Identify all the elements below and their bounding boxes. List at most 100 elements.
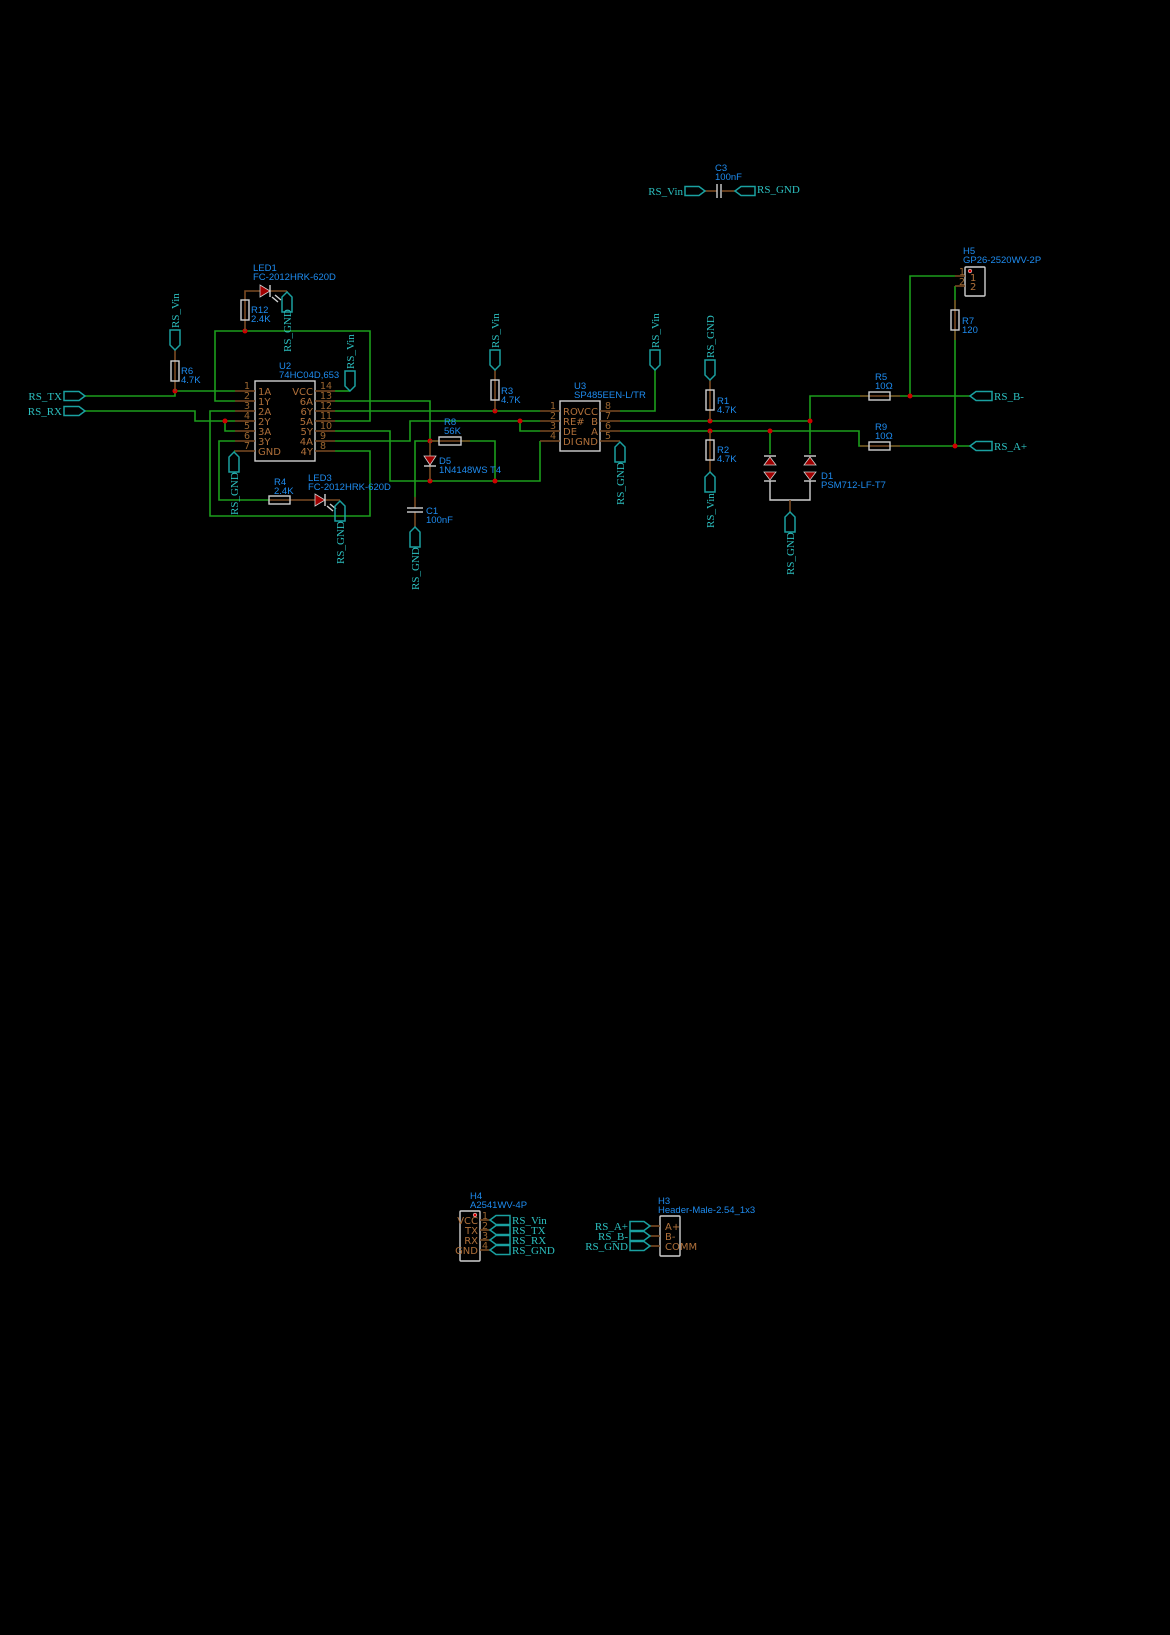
resistor-r7[interactable]: R7 120 [950, 300, 978, 340]
r2-value: 4.7K [717, 454, 737, 465]
connector-h5[interactable]: 1 2 1 2 H5 GP26-2520WV-2P [955, 246, 1041, 297]
h3-ref: H3 [658, 1196, 670, 1207]
resistor-r8[interactable]: R8 56K [430, 417, 470, 446]
h3-value: Header-Male-2.54_1x3 [658, 1205, 755, 1216]
h4-net-ports[interactable]: RS_Vin RS_TX RS_RX RS_GND [488, 1214, 555, 1257]
u3-pin-num: 6 [605, 421, 611, 432]
net-port-rs-vin-u3[interactable]: RS_Vin [649, 313, 662, 372]
resistor-r5[interactable]: R5 10Ω [860, 372, 900, 401]
u3-pin-name: RO [563, 407, 578, 418]
resistor-r9[interactable]: R9 10Ω [860, 422, 900, 451]
resistor-r1[interactable]: R1 4.7K [705, 380, 737, 421]
u3-rs485-transceiver[interactable]: U3 SP485EEN-L/TR 1 2 3 4 RO RE# DE DI VC… [540, 381, 646, 452]
capacitor-c3[interactable]: C3 100nF [705, 163, 742, 198]
net-label: RS_Vin [512, 1215, 547, 1227]
h3-net-ports[interactable]: RS_A+ RS_B- RS_GND [585, 1220, 652, 1253]
h4-pin-name: GND [455, 1246, 478, 1257]
u3-pin-num: 8 [605, 401, 611, 412]
net-label: RS_Vin [170, 293, 182, 328]
net-port-rs-b[interactable]: RS_B- [968, 390, 1024, 403]
u3-pin-name: VCC [577, 407, 598, 418]
pin1-marker-icon [472, 1212, 478, 1218]
d1-ref: D1 [821, 471, 833, 482]
net-port-rs-vin-r3[interactable]: RS_Vin [489, 313, 502, 372]
u2-pin-num: 9 [320, 431, 326, 442]
r5-value: 10Ω [875, 381, 893, 392]
resistor-r2[interactable]: R2 4.7K [705, 431, 737, 472]
h5-pin-name: 1 [970, 273, 976, 284]
r3-ref: R3 [501, 386, 513, 397]
net-port-rs-vin-r6[interactable]: RS_Vin [169, 293, 182, 352]
net-label: RS_GND [615, 462, 627, 505]
u2-pin-num: 2 [244, 391, 250, 402]
net-label: RS_Vin [705, 493, 717, 528]
net-port-rs-gnd-led3[interactable]: RS_GND [334, 499, 347, 564]
resistor-r4[interactable]: R4 2.4K [268, 477, 315, 505]
h4-pin-name: RX [464, 1236, 478, 1247]
h4-pin-name: VCC [457, 1216, 478, 1227]
c1-value: 100nF [426, 515, 453, 526]
u2-pin-num: 7 [244, 441, 250, 452]
net-port-rs-gnd-led1[interactable]: RS_GND [281, 290, 294, 352]
connector-h4[interactable]: H4 A2541WV-4P VCC TX RX GND 1 2 3 4 [455, 1191, 527, 1262]
net-label: RS_GND [705, 315, 717, 358]
u3-pin-num: 7 [605, 411, 611, 422]
u2-pin-num: 8 [320, 441, 326, 452]
led3-ref: LED3 [308, 473, 332, 484]
net-port-rs-vin-u2[interactable]: RS_Vin [344, 334, 357, 393]
u2-pin-name: 3Y [258, 437, 271, 448]
r4-ref: R4 [274, 477, 286, 488]
net-label: RS_Vin [490, 313, 502, 348]
diode-d5[interactable]: D5 1N4148WS T4 [423, 441, 501, 481]
u3-pin-name: DI [563, 437, 574, 448]
net-label: RS_B- [598, 1231, 628, 1243]
net-label: RS_GND [410, 547, 422, 590]
c3-value: 100nF [715, 172, 742, 183]
net-port-rs-gnd-r1[interactable]: RS_GND [704, 315, 717, 382]
net-port-rs-rx[interactable]: RS_RX [28, 405, 87, 418]
net-port-rs-vin-c3[interactable]: RS_Vin [648, 185, 707, 198]
u2-pin-name: 5Y [301, 427, 314, 438]
net-port-rs-a[interactable]: RS_A+ [968, 440, 1027, 453]
led1-value: FC-2012HRK-620D [253, 272, 336, 283]
net-port-rs-vin-r2[interactable]: RS_Vin [704, 470, 717, 528]
u2-pin-name: 3A [258, 427, 271, 438]
d1-value: PSM712-LF-T7 [821, 480, 886, 491]
net-port-rs-gnd-d1[interactable]: RS_GND [784, 510, 797, 575]
u2-inverter-ic[interactable]: U2 74HC04D,653 1 2 3 4 5 6 7 1A 1Y 2A 2Y… [235, 361, 339, 462]
h4-value: A2541WV-4P [470, 1200, 527, 1211]
r8-ref: R8 [444, 417, 456, 428]
u2-pin-num: 6 [244, 431, 250, 442]
h4-pin-num: 2 [482, 1221, 488, 1232]
led-led1[interactable]: LED1 FC-2012HRK-620D [253, 263, 336, 303]
u3-pin-num: 3 [550, 421, 556, 432]
resistor-r3[interactable]: R3 4.7K [490, 370, 521, 411]
u2-pin-name: 2A [258, 407, 271, 418]
net-port-rs-gnd-c1[interactable]: RS_GND [409, 525, 422, 590]
connector-h3[interactable]: H3 Header-Male-2.54_1x3 A+ B- COMM [650, 1196, 755, 1257]
h4-pin-num: 1 [482, 1211, 488, 1222]
resistor-r6[interactable]: R6 4.7K [170, 350, 201, 391]
r7-ref: R7 [962, 316, 974, 327]
led3-value: FC-2012HRK-620D [308, 482, 391, 493]
net-label: RS_Vin [345, 334, 357, 369]
net-port-rs-gnd-u3[interactable]: RS_GND [614, 440, 627, 505]
net-port-rs-gnd-c3[interactable]: RS_GND [733, 184, 800, 197]
h5-pin-name: 2 [970, 282, 976, 293]
net-label: RS_RX [512, 1235, 546, 1247]
u2-pin-name: 1A [258, 387, 271, 398]
h4-ref: H4 [470, 1191, 482, 1202]
u2-pin-num: 10 [320, 421, 332, 432]
h5-pin-num: 1 [959, 267, 965, 278]
u2-pin-name: 6A [300, 397, 313, 408]
net-port-rs-tx[interactable]: RS_TX [28, 390, 87, 403]
u2-pin-name: GND [258, 447, 281, 458]
net-port-rs-gnd-u2[interactable]: RS_GND [228, 450, 241, 515]
capacitor-c1[interactable]: C1 100nF [407, 497, 453, 527]
u2-ref: U2 [279, 361, 291, 372]
u3-pin-num: 4 [550, 431, 556, 442]
resistor-r12[interactable]: R12 2.4K [240, 290, 271, 331]
tvs-diode-d1[interactable]: D1 PSM712-LF-T7 [763, 455, 886, 512]
h5-ref: H5 [963, 246, 975, 257]
h3-pin-name: COMM [665, 1242, 697, 1253]
